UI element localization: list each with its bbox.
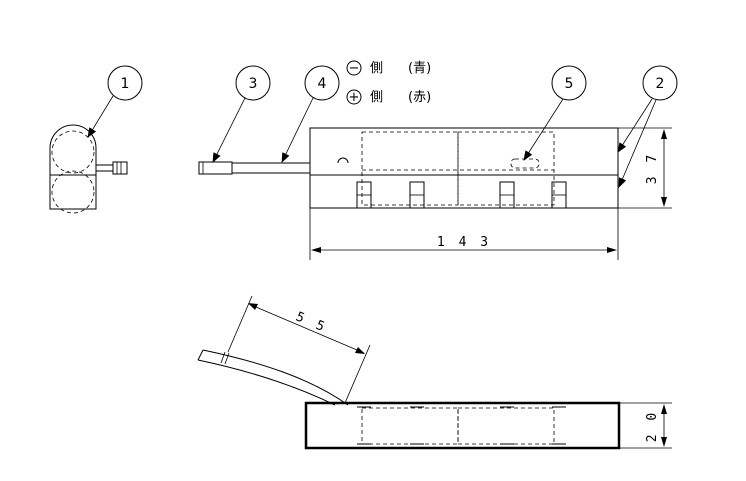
dimension-lead-length: 5 5: [227, 295, 371, 404]
minus-symbol: −: [349, 61, 360, 76]
minus-color-label: (青): [408, 61, 431, 76]
length-value: 1 4 3: [437, 235, 491, 250]
balloon-3-label: 3: [249, 76, 258, 92]
battery-pack-top: [309, 127, 619, 209]
balloon-4: 4: [281, 65, 340, 163]
height-top-value: 3 7: [645, 152, 660, 184]
balloon-5-label: 5: [565, 76, 574, 92]
lead-wire-bottom: [197, 349, 349, 406]
dimension-length: 1 4 3: [309, 208, 619, 260]
plus-side-label: 側: [370, 90, 383, 105]
terminals-top: [356, 181, 567, 209]
balloon-5: 5: [523, 65, 587, 161]
terminals-bottom: [357, 406, 566, 445]
plus-color-label: (赤): [408, 90, 431, 105]
balloon-2-label: 2: [656, 76, 665, 92]
minus-side-label: 側: [370, 61, 383, 76]
dimension-height-top: 3 7: [618, 127, 672, 209]
balloon-3: 3: [212, 65, 271, 163]
lead-wire-top: [198, 157, 349, 175]
lead-length-value: 5 5: [293, 310, 329, 337]
balloon-1: 1: [87, 65, 143, 138]
balloon-2: 2: [617, 65, 678, 188]
dimension-height-bottom: 2 0: [619, 402, 672, 449]
side-view: [49, 124, 128, 214]
plus-symbol: +: [349, 90, 360, 105]
balloon-4-label: 4: [318, 76, 327, 92]
polarity-legend: − 側 (青) + 側 (赤): [346, 60, 431, 105]
height-bottom-value: 2 0: [645, 410, 660, 442]
balloon-1-label: 1: [121, 76, 130, 92]
battery-pack-bottom: [304, 401, 621, 450]
